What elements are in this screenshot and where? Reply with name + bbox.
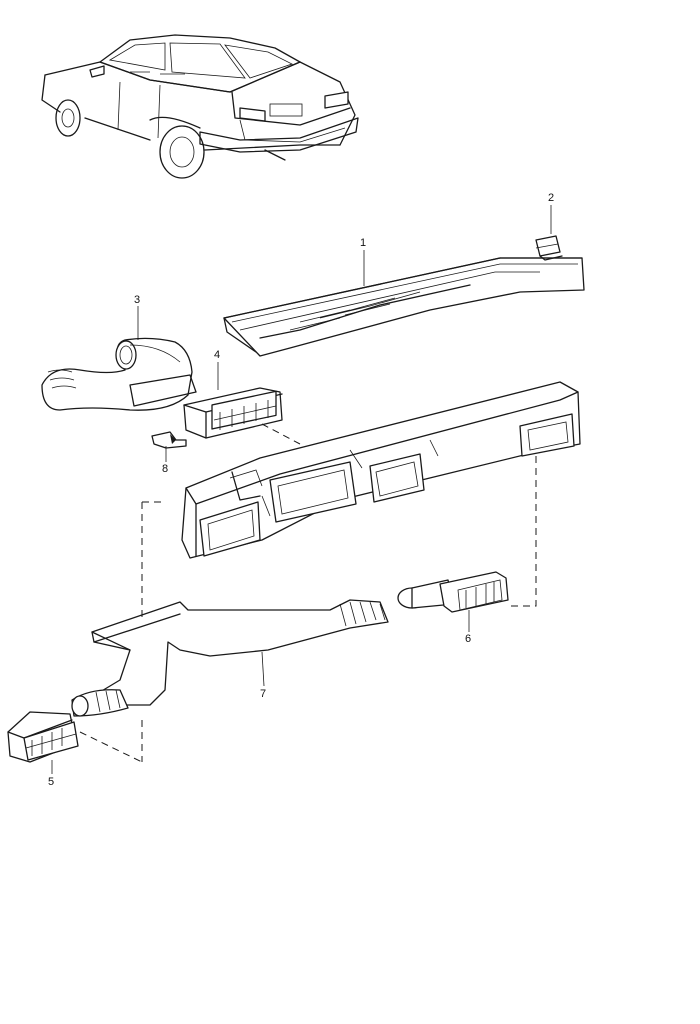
callout-8: 8 [162,463,168,475]
callout-leaders [51,205,552,774]
callout-4: 4 [214,349,220,361]
part-2-clip [535,235,563,261]
part-1-floor-duct [223,257,585,357]
callout-3: 3 [134,294,140,306]
part-7-lower-duct [71,599,389,717]
part-4-vent-nozzle [183,387,283,439]
part-8-clip [151,431,187,449]
car-illustration [41,34,359,179]
callout-7: 7 [260,688,266,700]
callout-labels: 1 2 3 4 5 6 7 8 [48,192,554,788]
dashboard-duct-assembly [181,381,581,559]
callout-6: 6 [465,633,471,645]
callout-1: 1 [360,237,366,249]
callout-5: 5 [48,776,54,788]
callout-2: 2 [548,192,554,204]
part-5-left-vent [7,711,79,763]
connection-lines [79,423,537,763]
part-6-right-vent [397,571,509,613]
part-3-flexible-hose [41,337,197,411]
